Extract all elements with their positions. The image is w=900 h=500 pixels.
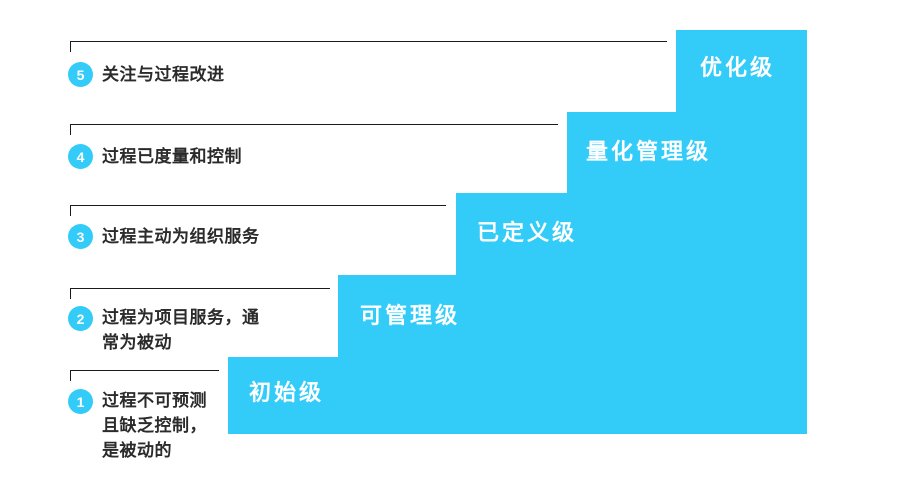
step-label-1: 初始级 [249,380,325,405]
step-label-5: 优化级 [700,55,776,80]
connector-line-4 [70,124,558,135]
step-block-5 [676,30,807,112]
level-badge-4: 4 [68,144,93,169]
level-description-4: 过程已度量和控制 [102,147,242,166]
level-row-2: 2 过程为项目服务，通 常为被动 [68,306,260,355]
connector-line-1 [70,370,219,381]
connector-line-5 [70,41,667,52]
step-label-4: 量化管理级 [586,139,712,164]
step-block-1 [228,357,807,434]
level-row-4: 4 过程已度量和控制 [68,144,242,169]
connector-line-2 [70,288,330,299]
level-badge-3: 3 [68,224,93,249]
step-label-2: 可管理级 [360,303,461,328]
level-description-5: 关注与过程改进 [102,65,225,84]
level-badge-2: 2 [68,306,93,331]
level-row-5: 5 关注与过程改进 [68,62,225,87]
level-row-1: 1 过程不可预测 且缺乏控制， 是被动的 [68,389,207,463]
step-block-3 [456,193,807,275]
step-block-2 [338,275,807,357]
level-badge-1: 1 [68,389,93,414]
level-row-3: 3 过程主动为组织服务 [68,224,260,249]
level-description-1: 过程不可预测 且缺乏控制， 是被动的 [102,391,207,460]
level-description-2: 过程为项目服务，通 常为被动 [102,308,260,352]
step-label-3: 已定义级 [477,220,578,245]
level-badge-5: 5 [68,62,93,87]
connector-line-3 [70,205,446,216]
level-description-3: 过程主动为组织服务 [102,227,260,246]
step-block-4 [567,112,807,193]
